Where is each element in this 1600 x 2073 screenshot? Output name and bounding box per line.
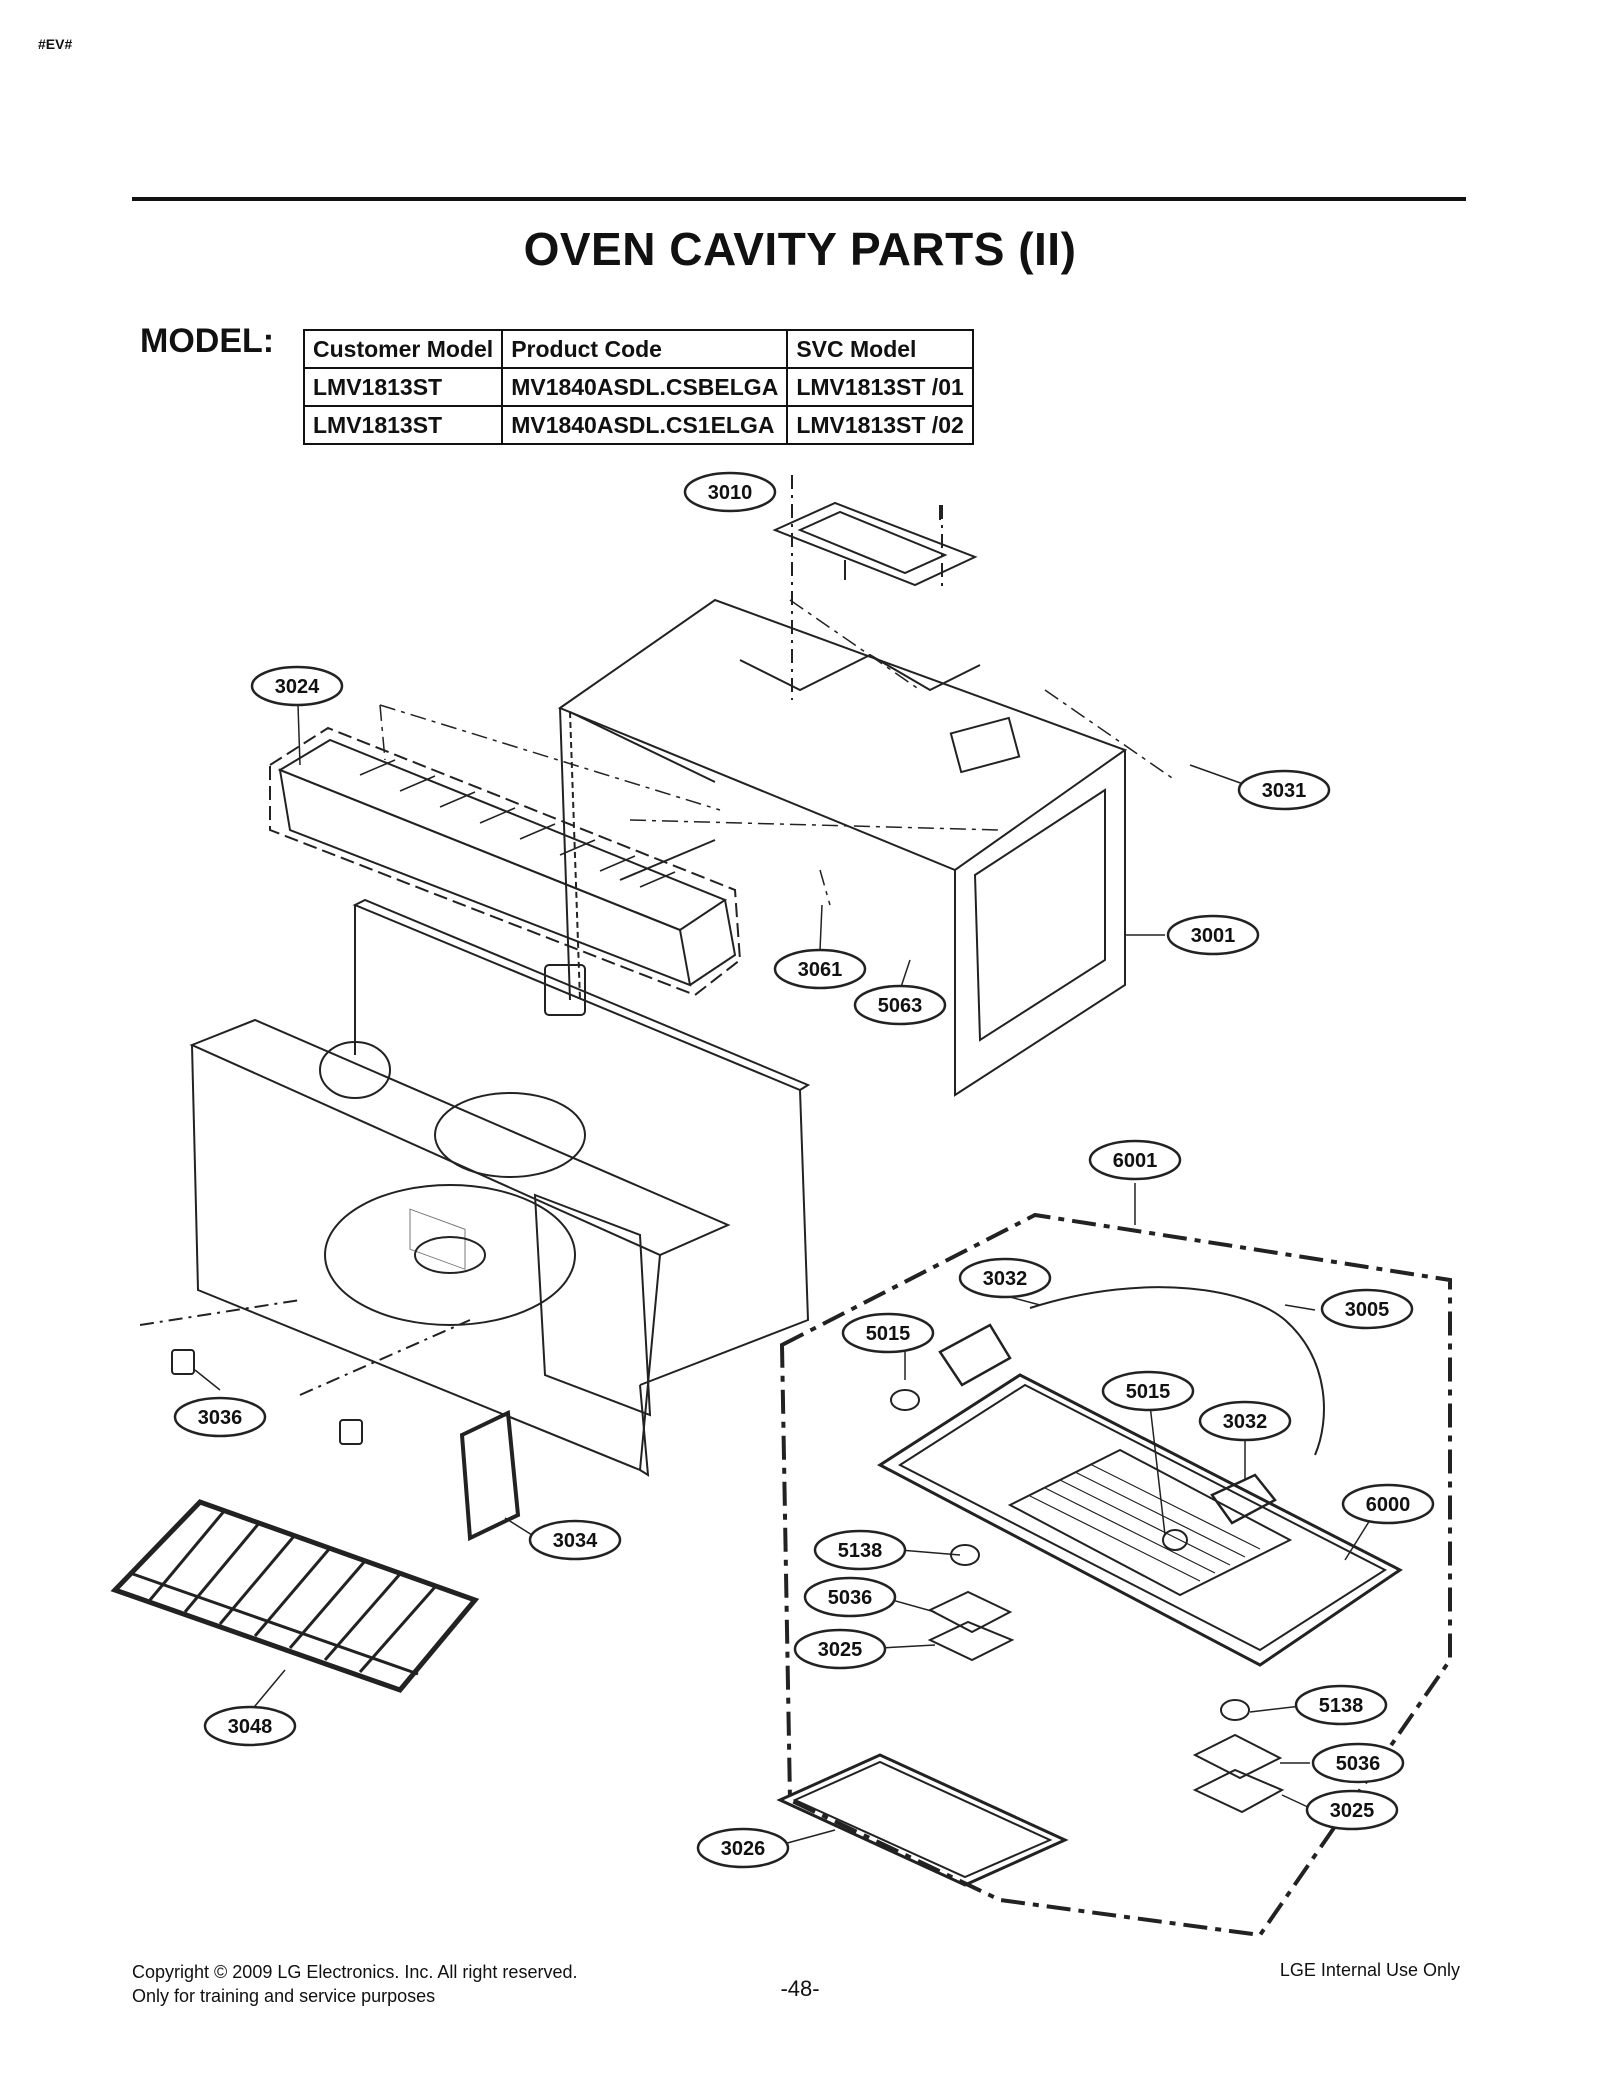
footer-copyright: Copyright © 2009 LG Electronics. Inc. Al… bbox=[132, 1962, 578, 1982]
callout-3025: 3025 bbox=[1330, 1800, 1375, 1822]
leader-lines bbox=[194, 704, 1371, 1846]
table-row: LMV1813ST MV1840ASDL.CSBELGA LMV1813ST /… bbox=[302, 367, 974, 407]
callout-5138: 5138 bbox=[1319, 1695, 1364, 1717]
footer-internal-note: LGE Internal Use Only bbox=[1279, 1960, 1460, 1980]
callout-5063: 5063 bbox=[878, 995, 923, 1017]
cell-svc-model: LMV1813ST /01 bbox=[786, 367, 974, 407]
cell-customer-model: LMV1813ST bbox=[302, 405, 504, 445]
page-number: -48- bbox=[780, 1976, 820, 2001]
table-row: LMV1813ST MV1840ASDL.CS1ELGA LMV1813ST /… bbox=[302, 405, 974, 445]
door-frame-part bbox=[459, 1409, 521, 1542]
callout-3032: 3032 bbox=[983, 1268, 1028, 1290]
callout-3010: 3010 bbox=[708, 482, 753, 504]
callout-3025: 3025 bbox=[818, 1639, 863, 1661]
cell-customer-model: LMV1813ST bbox=[302, 367, 504, 407]
callout-3036: 3036 bbox=[198, 1407, 243, 1429]
callout-6001: 6001 bbox=[1113, 1150, 1158, 1172]
latch-part bbox=[139, 1299, 471, 1445]
title-rule bbox=[132, 197, 1466, 201]
base-plate-part bbox=[877, 1373, 1403, 1667]
callout-5138: 5138 bbox=[838, 1540, 883, 1562]
callout-3034: 3034 bbox=[553, 1530, 598, 1552]
callout-3031: 3031 bbox=[1262, 780, 1307, 802]
header-svc-model: SVC Model bbox=[786, 329, 974, 369]
callout-5036: 5036 bbox=[1336, 1753, 1381, 1775]
footer-copyright-block: Copyright © 2009 LG Electronics. Inc. Al… bbox=[132, 1960, 577, 2008]
cell-product-code: MV1840ASDL.CSBELGA bbox=[501, 367, 789, 407]
cavity-vent-holes bbox=[409, 1208, 466, 1270]
callout-5015: 5015 bbox=[866, 1323, 911, 1345]
cell-product-code: MV1840ASDL.CS1ELGA bbox=[501, 405, 789, 445]
oven-rack-part bbox=[110, 1499, 480, 1693]
lamp-socket-part bbox=[890, 1286, 1325, 1525]
callout-3026: 3026 bbox=[721, 1838, 766, 1860]
vent-grille-part bbox=[269, 726, 742, 997]
callout-3024: 3024 bbox=[275, 676, 320, 698]
callout-bubbles bbox=[173, 471, 1435, 1869]
top-bracket-part bbox=[772, 475, 978, 700]
cover-part bbox=[927, 1544, 1285, 1814]
callout-3001: 3001 bbox=[1191, 925, 1236, 947]
callout-6000: 6000 bbox=[1366, 1494, 1411, 1516]
header-customer-model: Customer Model bbox=[302, 329, 504, 369]
footer-training-note: Only for training and service purposes bbox=[132, 1986, 436, 2006]
callout-3032: 3032 bbox=[1223, 1411, 1268, 1433]
callout-3048: 3048 bbox=[228, 1716, 273, 1738]
callout-5015: 5015 bbox=[1126, 1381, 1171, 1403]
callout-labels: 3010 3024 3031 3001 3061 5063 6001 3032 … bbox=[198, 482, 1411, 1860]
model-label: MODEL: bbox=[140, 322, 275, 360]
model-table: Customer Model Product Code SVC Model LM… bbox=[302, 329, 974, 445]
assembly-guides bbox=[379, 599, 1176, 906]
inner-cavity-part bbox=[189, 898, 811, 1477]
outer-cabinet-part bbox=[557, 598, 1128, 1097]
cell-svc-model: LMV1813ST /02 bbox=[786, 405, 974, 445]
callout-5036: 5036 bbox=[828, 1587, 873, 1609]
page-title: OVEN CAVITY PARTS (II) bbox=[523, 223, 1077, 275]
grease-filter-part bbox=[776, 1753, 1069, 1887]
model-table-header-row: Customer Model Product Code SVC Model bbox=[302, 329, 974, 369]
callout-3005: 3005 bbox=[1345, 1299, 1390, 1321]
header-product-code: Product Code bbox=[501, 329, 789, 369]
callout-3061: 3061 bbox=[798, 959, 843, 981]
document-tag: #EV# bbox=[38, 36, 73, 52]
